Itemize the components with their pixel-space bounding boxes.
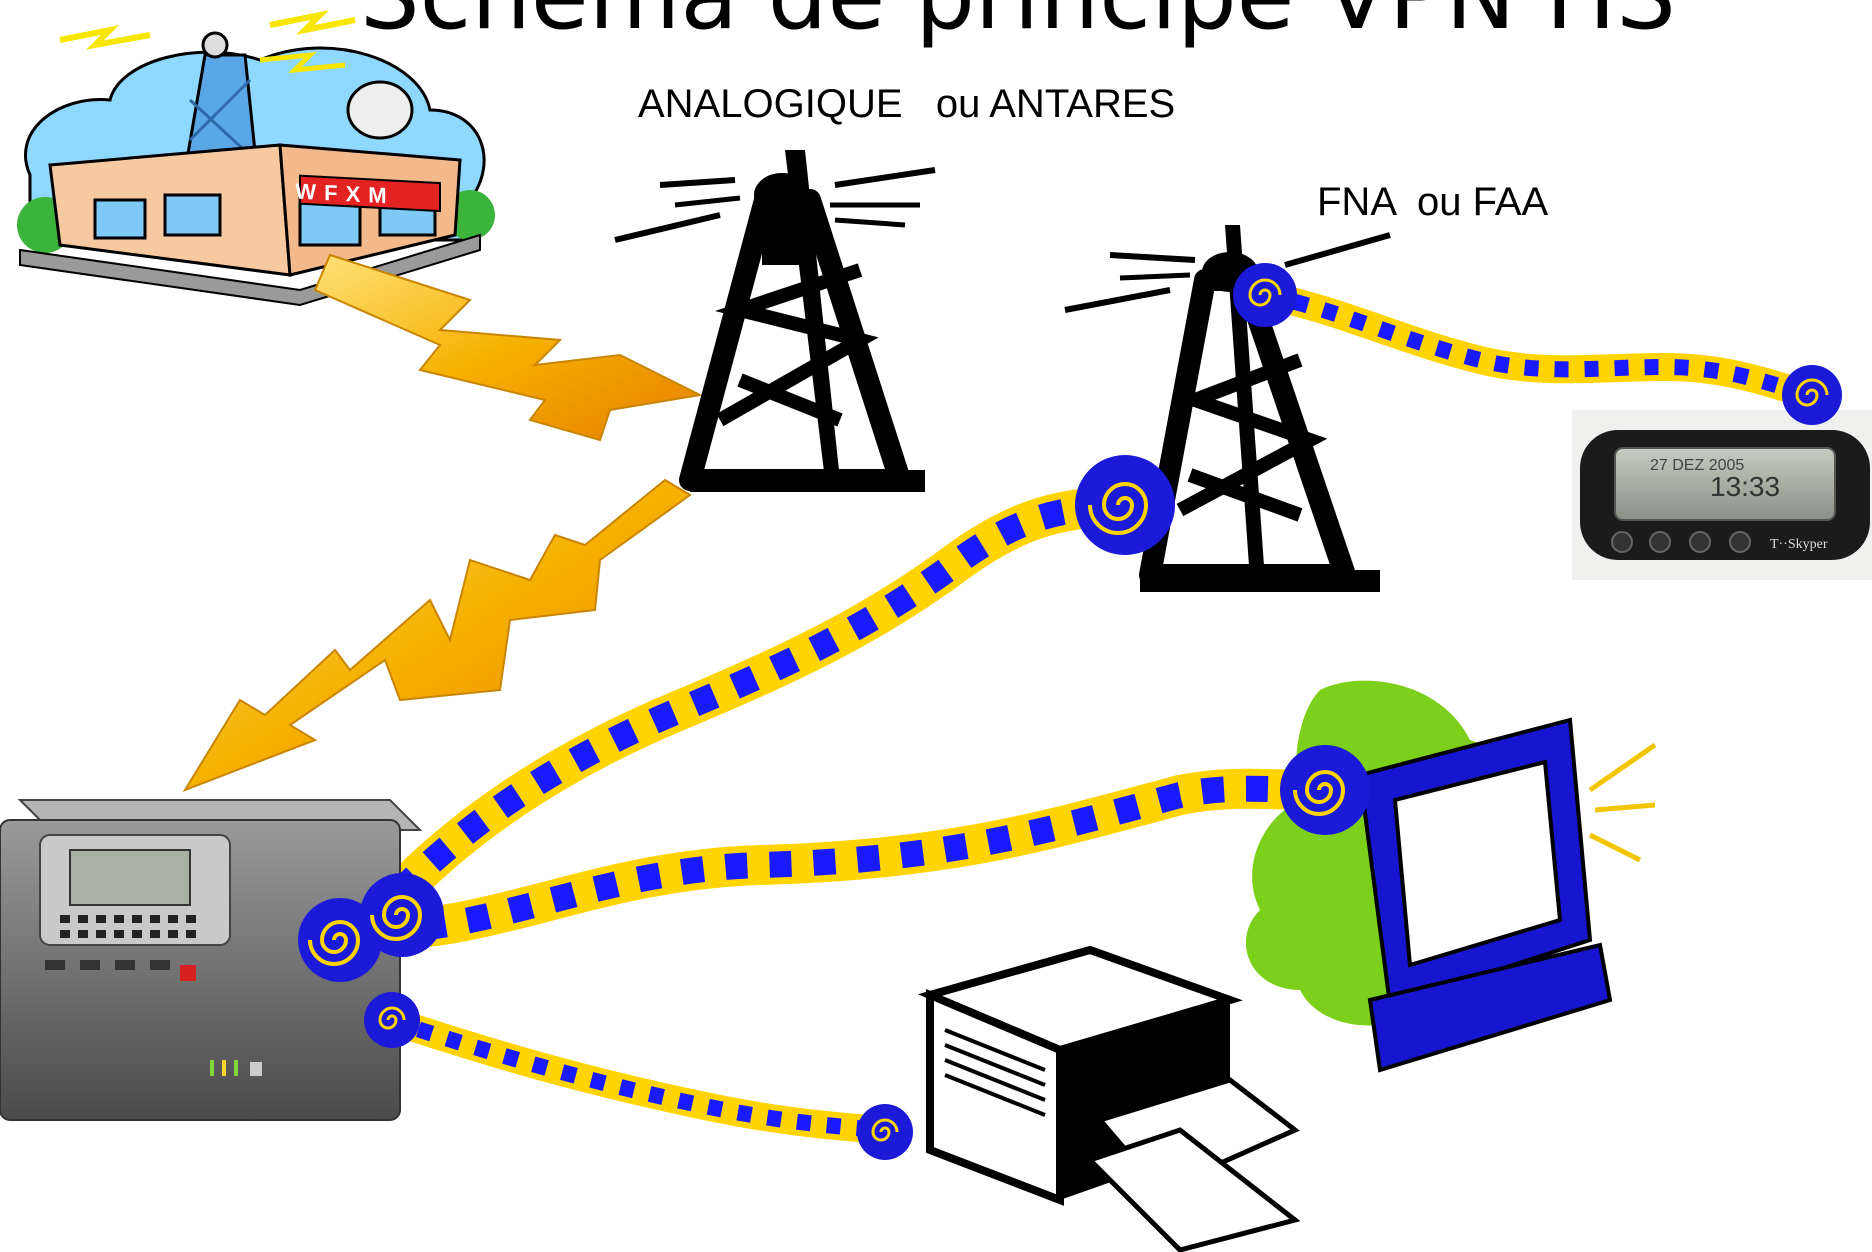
cable-terminal-to-computer [360, 768, 1330, 950]
pager-date: 27 DEZ 2005 [1650, 457, 1744, 474]
connector-coil-terminal-c [364, 992, 420, 1048]
pager-device-icon: 27 DEZ 2005 13:33 T··Skyper [1572, 410, 1872, 580]
antenna-tower-analog-icon [614, 150, 936, 492]
connector-coil-terminal-b [360, 873, 444, 957]
label-fna-faa: FNA ou FAA [1317, 180, 1549, 224]
connector-coil-pager [1782, 365, 1842, 425]
pager-brand: T··Skyper [1770, 537, 1828, 552]
connector-coil-computer [1280, 745, 1370, 835]
cable-terminal-to-printer [376, 1006, 894, 1144]
connector-coil-printer [857, 1104, 913, 1160]
connector-coil-fna-tower [1233, 263, 1297, 327]
page-title: Schéma de principe VPN HS [360, 0, 1780, 51]
connector-coil-tower [1075, 455, 1175, 555]
radio-station-icon: WFXM [17, 10, 495, 307]
terminal-device-icon [0, 799, 423, 1121]
cable-terminal-to-tower [350, 485, 1140, 945]
lightning-bolt-station-to-tower [313, 253, 704, 442]
pager-time: 13:33 [1710, 471, 1780, 502]
cable-tower-to-pager [1251, 281, 1824, 409]
antenna-tower-fna-icon [1064, 225, 1391, 592]
printer-icon [917, 945, 1301, 1252]
station-sign: WFXM [295, 178, 394, 208]
label-analog-antares: ANALOGIQUE ou ANTARES [638, 82, 1176, 126]
computer-icon [1245, 680, 1657, 1073]
lightning-bolt-tower-to-terminal [182, 478, 692, 792]
